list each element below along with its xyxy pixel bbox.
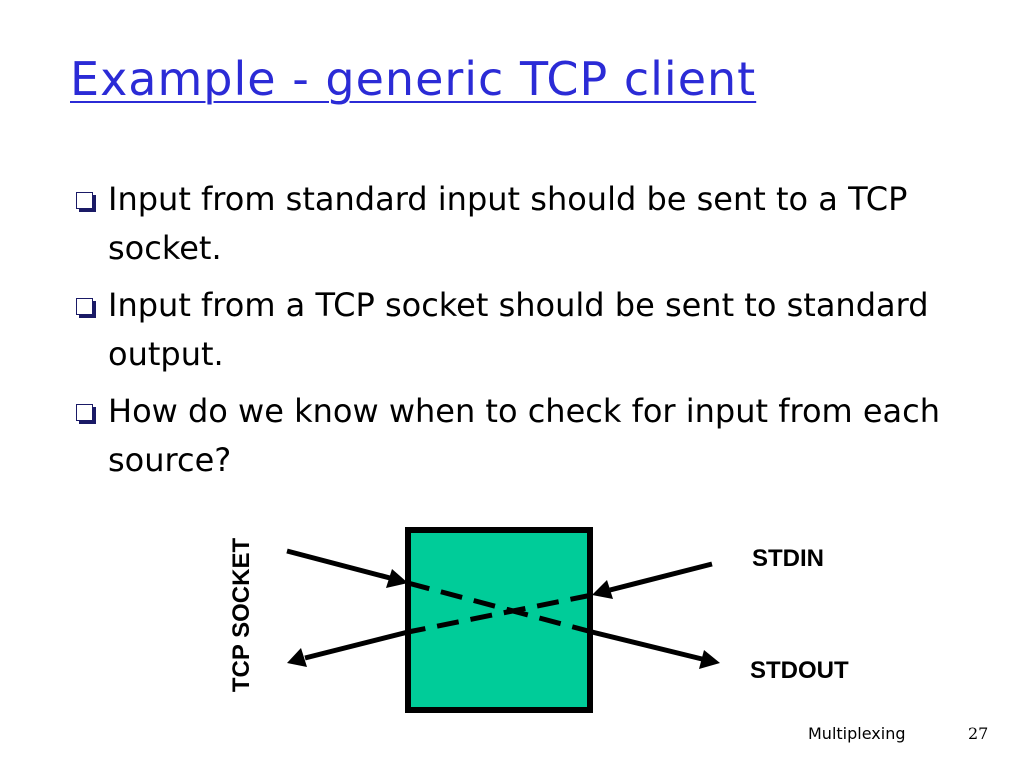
bullet-item: Input from a TCP socket should be sent t… (72, 281, 1002, 379)
bullet-text: How do we know when to check for input f… (108, 392, 941, 479)
socket-output-arrow-line (304, 629, 409, 661)
client-box (405, 527, 593, 713)
stdin-arrowhead (592, 580, 613, 599)
bullet-list: Input from standard input should be sent… (72, 175, 1002, 493)
stdin-label: STDIN (752, 545, 824, 572)
stdout-label: STDOUT (750, 657, 849, 684)
socket-input-arrow-line (286, 548, 391, 581)
bullet-text: Input from standard input should be sent… (108, 180, 908, 267)
tcp-socket-label: TCP SOCKET (228, 538, 255, 693)
page-number: 27 (968, 724, 989, 743)
square-bullet-icon (76, 298, 93, 315)
stdin-arrow-line (609, 561, 713, 593)
footer-label: Multiplexing (808, 724, 906, 743)
bullet-item: Input from standard input should be sent… (72, 175, 1002, 273)
square-bullet-icon (76, 192, 93, 209)
socket-output-arrowhead (287, 648, 307, 667)
socket-input-arrowhead (386, 569, 408, 588)
stdout-arrow-line (591, 629, 703, 662)
slide-title: Example - generic TCP client (70, 52, 757, 106)
bullet-item: How do we know when to check for input f… (72, 387, 1002, 485)
bullet-text: Input from a TCP socket should be sent t… (108, 286, 929, 373)
dashed-path-stdin-to-socket (407, 592, 593, 635)
square-bullet-icon (76, 404, 93, 421)
stdout-arrowhead (699, 650, 720, 669)
